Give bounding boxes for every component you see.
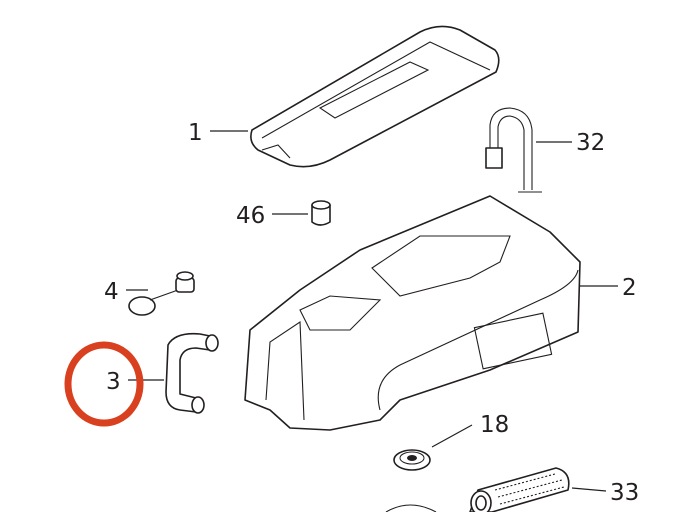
part-2-housing — [244, 195, 581, 431]
part-3-hose — [165, 332, 219, 414]
label-33: 33 — [610, 480, 639, 506]
label-4: 4 — [104, 279, 119, 305]
label-18: 18 — [480, 412, 509, 438]
highlight-circle — [64, 341, 144, 427]
part-32-hose — [485, 107, 542, 193]
label-1: 1 — [188, 120, 203, 146]
label-2: 2 — [622, 275, 637, 301]
part-18-grommet — [393, 449, 431, 471]
leader-line-18 — [431, 424, 473, 448]
leader-line-33 — [571, 487, 607, 492]
label-46: 46 — [236, 203, 265, 229]
part-4-plug — [128, 271, 195, 316]
label-3: 3 — [106, 369, 121, 395]
part-1-cover — [250, 25, 500, 168]
partial-part-outline — [385, 504, 437, 512]
part-33-filter — [469, 467, 570, 512]
label-32: 32 — [576, 130, 605, 156]
part-46-cap — [311, 200, 331, 226]
